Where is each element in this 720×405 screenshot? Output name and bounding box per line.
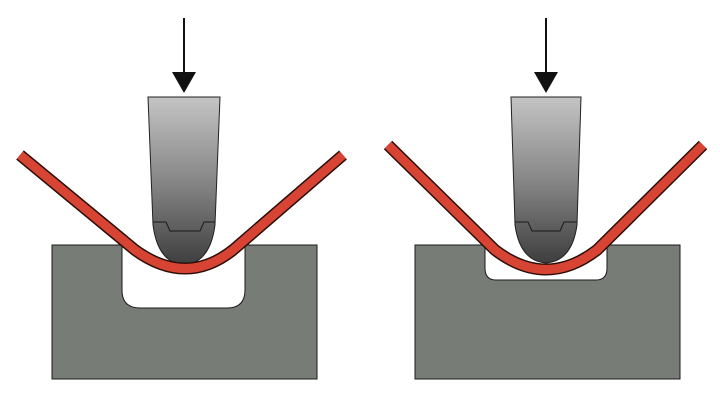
punch-key-notch-left <box>153 221 215 232</box>
punch-left <box>147 96 221 266</box>
die-block-right <box>414 244 681 380</box>
punch-key-notch-right <box>515 221 577 232</box>
panel-right <box>383 18 708 380</box>
down-arrow-icon <box>534 18 558 93</box>
punch-right <box>510 96 582 264</box>
die-block-left <box>51 244 318 380</box>
panel-left <box>16 18 347 380</box>
down-arrow-icon <box>172 18 196 93</box>
